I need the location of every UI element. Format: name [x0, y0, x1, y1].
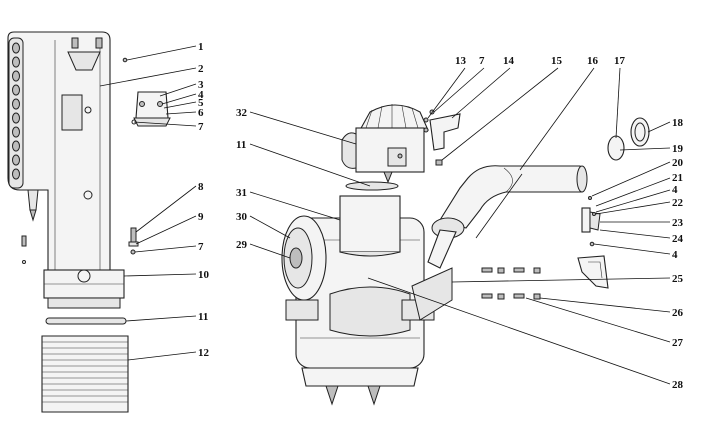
callout-26: 26 — [672, 307, 684, 319]
washer-7-left — [130, 249, 136, 255]
callouts: 1 2 3 4 5 6 7 8 9 7 10 11 12 13 7 14 15 … — [198, 41, 684, 391]
leader-lines — [99, 45, 671, 385]
callout-7: 7 — [198, 121, 204, 133]
callout-30: 30 — [236, 211, 248, 223]
callout-7c: 7 — [479, 55, 485, 67]
callout-11: 11 — [198, 311, 208, 323]
nut-15 — [435, 159, 443, 166]
bellows-hose — [41, 335, 129, 413]
callout-24: 24 — [672, 233, 684, 245]
callout-14: 14 — [503, 55, 515, 67]
callout-2: 2 — [198, 63, 204, 75]
callout-21: 21 — [672, 172, 683, 184]
callout-7b: 7 — [198, 241, 204, 253]
dome-precleaner-32 — [341, 104, 429, 184]
callout-12: 12 — [198, 347, 210, 359]
outlet-31 — [339, 195, 401, 253]
callout-27: 27 — [672, 337, 684, 349]
callout-13: 13 — [455, 55, 467, 67]
bracket-13-14 — [423, 109, 461, 166]
mount-bracket-25 — [577, 255, 609, 289]
grille-slots — [12, 42, 20, 180]
callout-4c: 4 — [672, 249, 678, 261]
feet — [325, 385, 381, 406]
callout-9: 9 — [198, 211, 204, 223]
callout-15: 15 — [551, 55, 563, 67]
bracket-3-6 — [131, 91, 171, 127]
callout-25: 25 — [672, 273, 684, 285]
callout-3: 3 — [198, 79, 204, 91]
ring-clamp-11-left — [45, 317, 127, 325]
callout-8: 8 — [198, 181, 204, 193]
callout-10: 10 — [198, 269, 210, 281]
callout-4b: 4 — [672, 184, 678, 196]
air-filter-housing-28 — [285, 195, 453, 406]
callout-20: 20 — [672, 157, 684, 169]
callout-1: 1 — [198, 41, 204, 53]
callout-19: 19 — [672, 143, 684, 155]
callout-4: 4 — [198, 89, 204, 101]
callout-23: 23 — [672, 217, 684, 229]
bellows-ribs — [42, 341, 128, 403]
callout-16: 16 — [587, 55, 599, 67]
cover-29-30 — [281, 215, 327, 301]
callout-31: 31 — [236, 187, 247, 199]
callout-22: 22 — [672, 197, 684, 209]
bolts-26-27 — [481, 267, 541, 300]
callout-18: 18 — [672, 117, 684, 129]
callout-5: 5 — [198, 97, 204, 109]
callout-11b: 11 — [236, 139, 246, 151]
screw-1 — [122, 57, 128, 63]
callout-32: 32 — [236, 107, 248, 119]
callout-6: 6 — [198, 107, 204, 119]
bracket-19-24 — [581, 196, 601, 247]
precleaner-housing — [7, 31, 125, 309]
callout-29: 29 — [236, 239, 248, 251]
dome-ribs — [365, 104, 419, 129]
ring-11-right — [345, 181, 399, 191]
callout-17: 17 — [614, 55, 626, 67]
intake-pipe-16 — [427, 165, 588, 269]
bolt-8 — [128, 227, 139, 247]
clamp-17-18 — [607, 117, 650, 161]
callout-28: 28 — [672, 379, 684, 391]
